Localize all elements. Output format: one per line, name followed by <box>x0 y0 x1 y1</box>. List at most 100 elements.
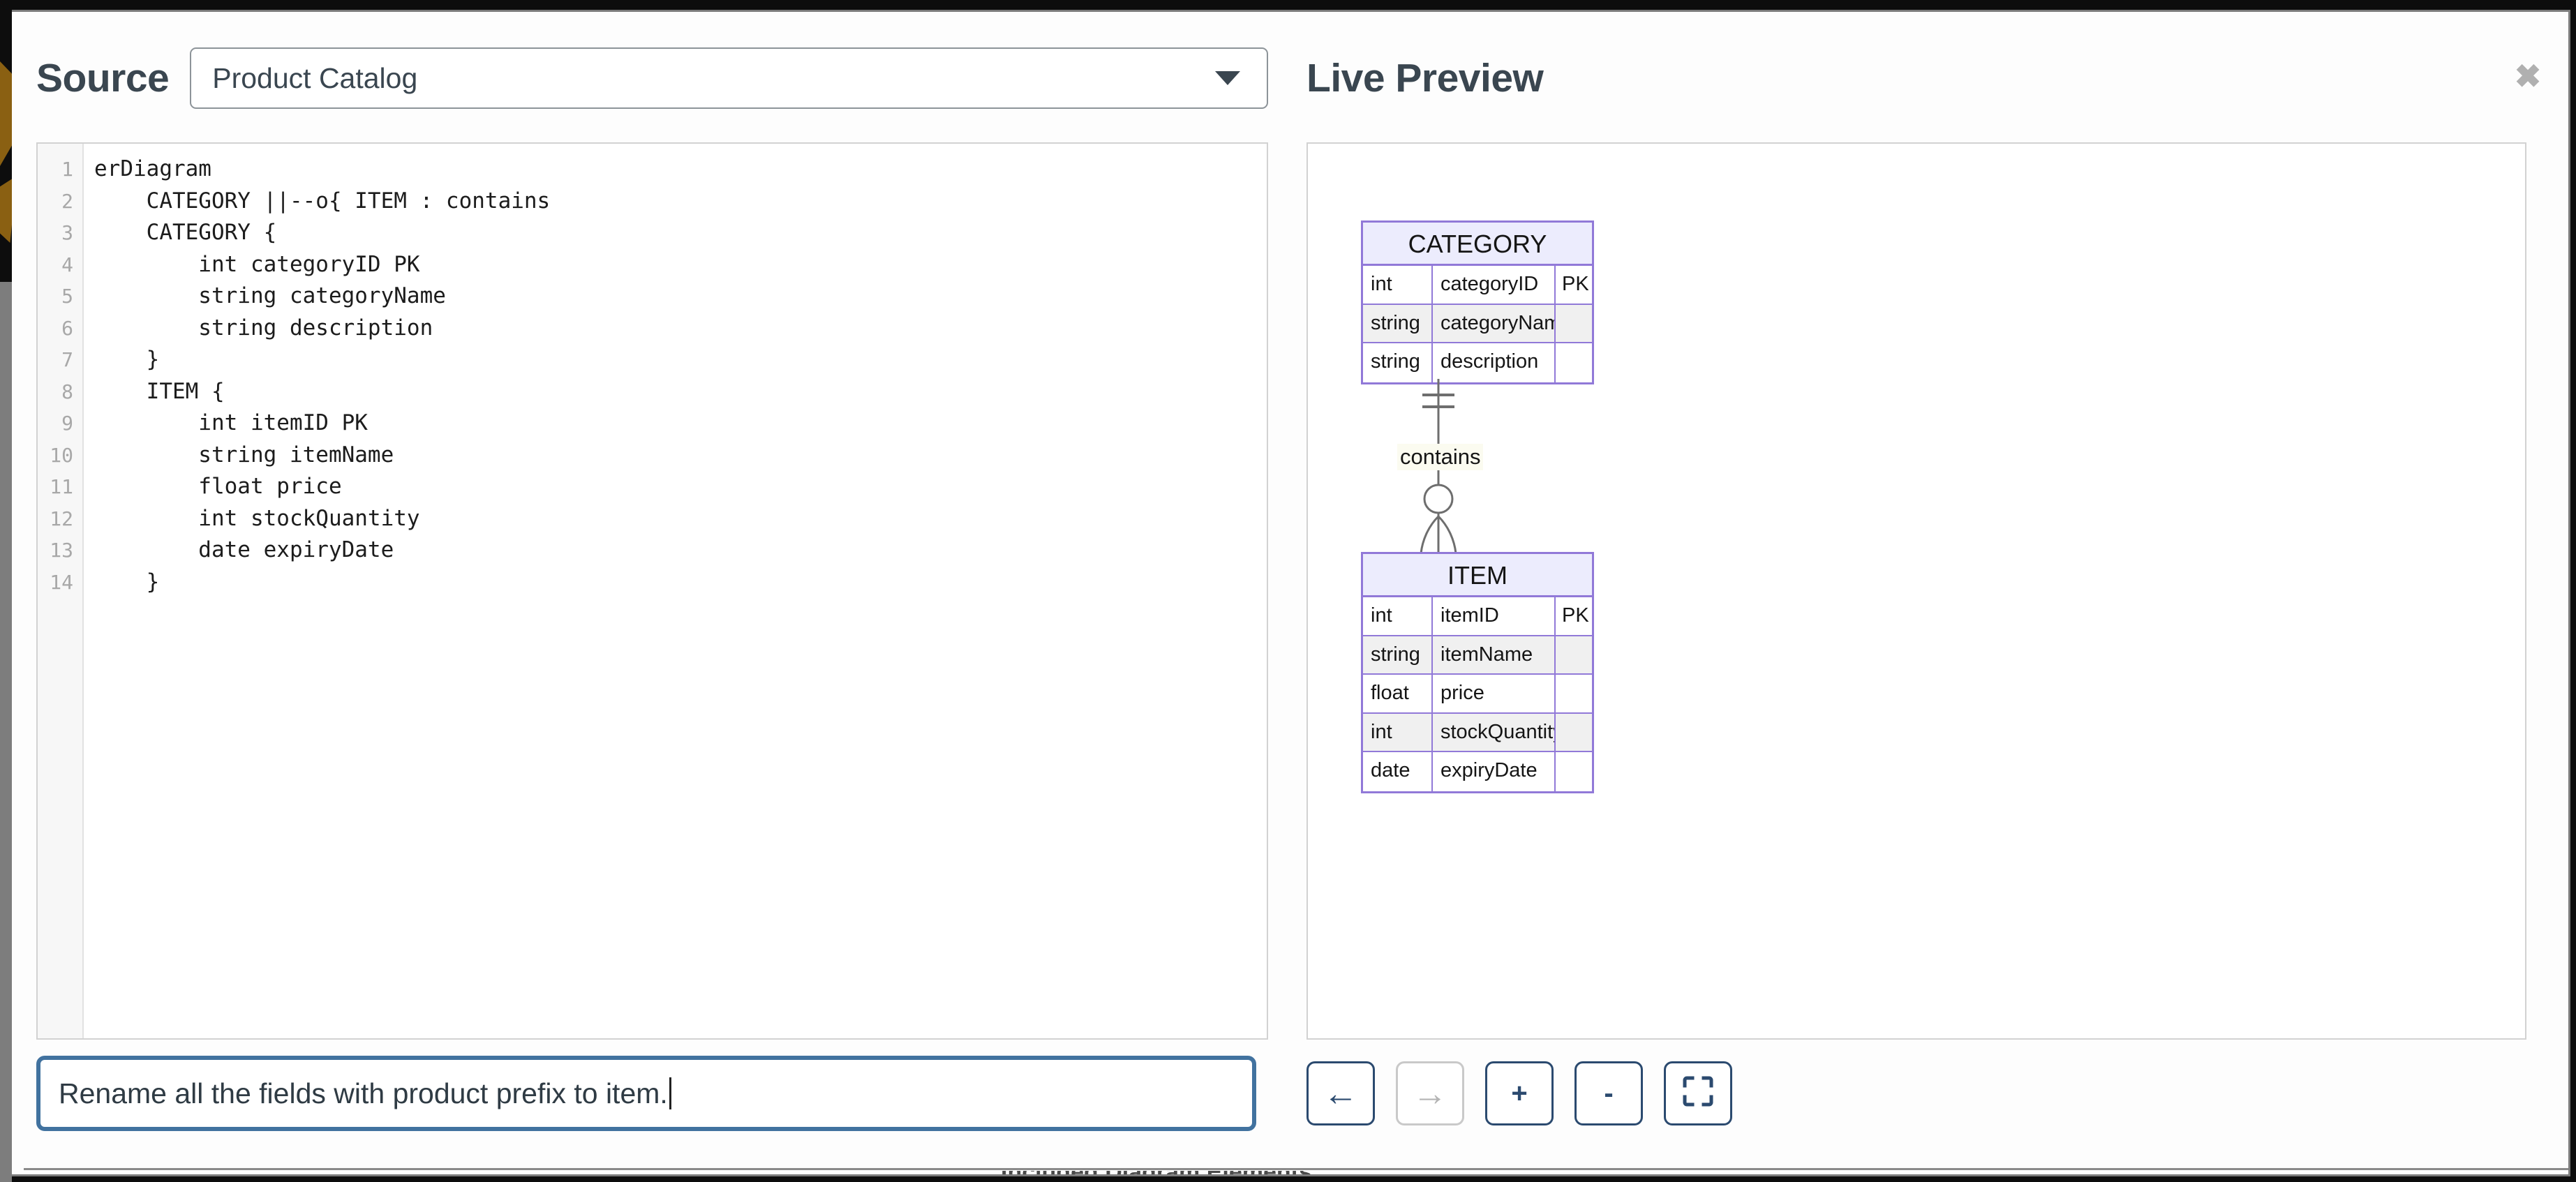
divider <box>24 1168 2568 1170</box>
attribute-name: expiryDate <box>1433 752 1556 791</box>
attribute-key: PK <box>1562 604 1589 627</box>
attribute-type: string <box>1363 304 1433 342</box>
cut-off-section-below-modal: Included Diagram Elements <box>24 1168 2568 1174</box>
line-number: 13 <box>50 539 73 562</box>
code-line: int stockQuantity <box>94 505 420 531</box>
code-line: CATEGORY { <box>94 220 277 245</box>
line-number: 3 <box>61 221 73 244</box>
line-number: 8 <box>61 380 73 403</box>
line-number: 5 <box>61 285 73 308</box>
line-number: 7 <box>61 348 73 371</box>
minus-icon: - <box>1604 1078 1614 1109</box>
code-line: string itemName <box>94 442 394 467</box>
fit-screen-button[interactable] <box>1664 1061 1732 1125</box>
fullscreen-icon <box>1682 1075 1714 1112</box>
attribute-name: stockQuantity <box>1433 713 1556 751</box>
line-number: 2 <box>61 189 73 213</box>
attribute-name: categoryName <box>1433 304 1556 342</box>
code-line: int itemID PK <box>94 410 368 435</box>
plus-icon: + <box>1511 1078 1528 1109</box>
page-title: Source <box>36 56 170 100</box>
line-number: 11 <box>50 475 73 498</box>
undo-button[interactable]: ← <box>1306 1061 1375 1125</box>
attribute-name: price <box>1433 675 1556 712</box>
code-text-area[interactable]: erDiagram CATEGORY ||--o{ ITEM : contain… <box>84 144 1267 1038</box>
redo-button: → <box>1396 1061 1464 1125</box>
zoom-out-button[interactable]: - <box>1574 1061 1643 1125</box>
prompt-input[interactable]: Rename all the fields with product prefi… <box>36 1056 1256 1131</box>
code-line: ITEM { <box>94 378 225 404</box>
text-cursor <box>669 1077 671 1109</box>
code-line: float price <box>94 474 342 499</box>
line-number: 12 <box>50 507 73 530</box>
code-line: string categoryName <box>94 283 446 308</box>
entity-name: ITEM <box>1363 554 1592 597</box>
attribute-name: itemName <box>1433 636 1556 673</box>
attribute-type: int <box>1363 597 1433 635</box>
line-number: 4 <box>61 253 73 276</box>
close-icon[interactable]: ✖ <box>2514 58 2542 94</box>
attribute-key <box>1556 752 1592 791</box>
diagram-select[interactable]: Product Catalog <box>190 47 1268 109</box>
code-line: } <box>94 569 160 594</box>
chevron-down-icon <box>1215 71 1240 85</box>
attribute-type: float <box>1363 675 1433 712</box>
line-number: 10 <box>50 443 73 467</box>
attribute-type: int <box>1363 713 1433 751</box>
zoom-in-button[interactable]: + <box>1485 1061 1554 1125</box>
attribute-key <box>1556 305 1592 343</box>
attribute-type: string <box>1363 636 1433 673</box>
attribute-name: itemID <box>1433 597 1556 635</box>
attribute-type: date <box>1363 752 1433 791</box>
arrow-right-icon: → <box>1413 1074 1447 1113</box>
code-line: int categoryID PK <box>94 251 420 277</box>
code-line: erDiagram <box>94 156 211 181</box>
line-number: 14 <box>50 570 73 594</box>
attribute-name: description <box>1433 343 1556 382</box>
code-line: CATEGORY ||--o{ ITEM : contains <box>94 188 551 214</box>
background-sidebar-strip <box>0 282 12 1182</box>
attribute-key: PK <box>1562 273 1589 295</box>
code-line: date expiryDate <box>94 537 394 562</box>
diagram-select-value: Product Catalog <box>212 61 418 94</box>
line-number: 6 <box>61 316 73 340</box>
code-line: } <box>94 347 160 372</box>
attribute-key <box>1556 714 1592 751</box>
cut-off-heading: Included Diagram Elements <box>1001 1171 1312 1174</box>
relationship-label: contains <box>1397 444 1484 470</box>
source-header: Source Product Catalog <box>36 45 1268 111</box>
code-line: string description <box>94 315 433 341</box>
relationship-connector <box>1420 379 1457 553</box>
arrow-left-icon: ← <box>1323 1074 1358 1113</box>
attribute-type: int <box>1363 266 1433 304</box>
attribute-type: string <box>1363 343 1433 382</box>
attribute-key <box>1556 636 1592 674</box>
preview-toolbar: ← → + - <box>1306 1061 1732 1125</box>
attribute-name: categoryID <box>1433 266 1556 304</box>
attribute-key <box>1556 343 1592 382</box>
preview-title: Live Preview <box>1306 56 1544 100</box>
line-number: 9 <box>61 412 73 435</box>
prompt-input-value: Rename all the fields with product prefi… <box>59 1077 668 1109</box>
entity-name: CATEGORY <box>1363 223 1592 266</box>
attribute-key <box>1556 675 1592 712</box>
line-number: 1 <box>61 158 73 181</box>
